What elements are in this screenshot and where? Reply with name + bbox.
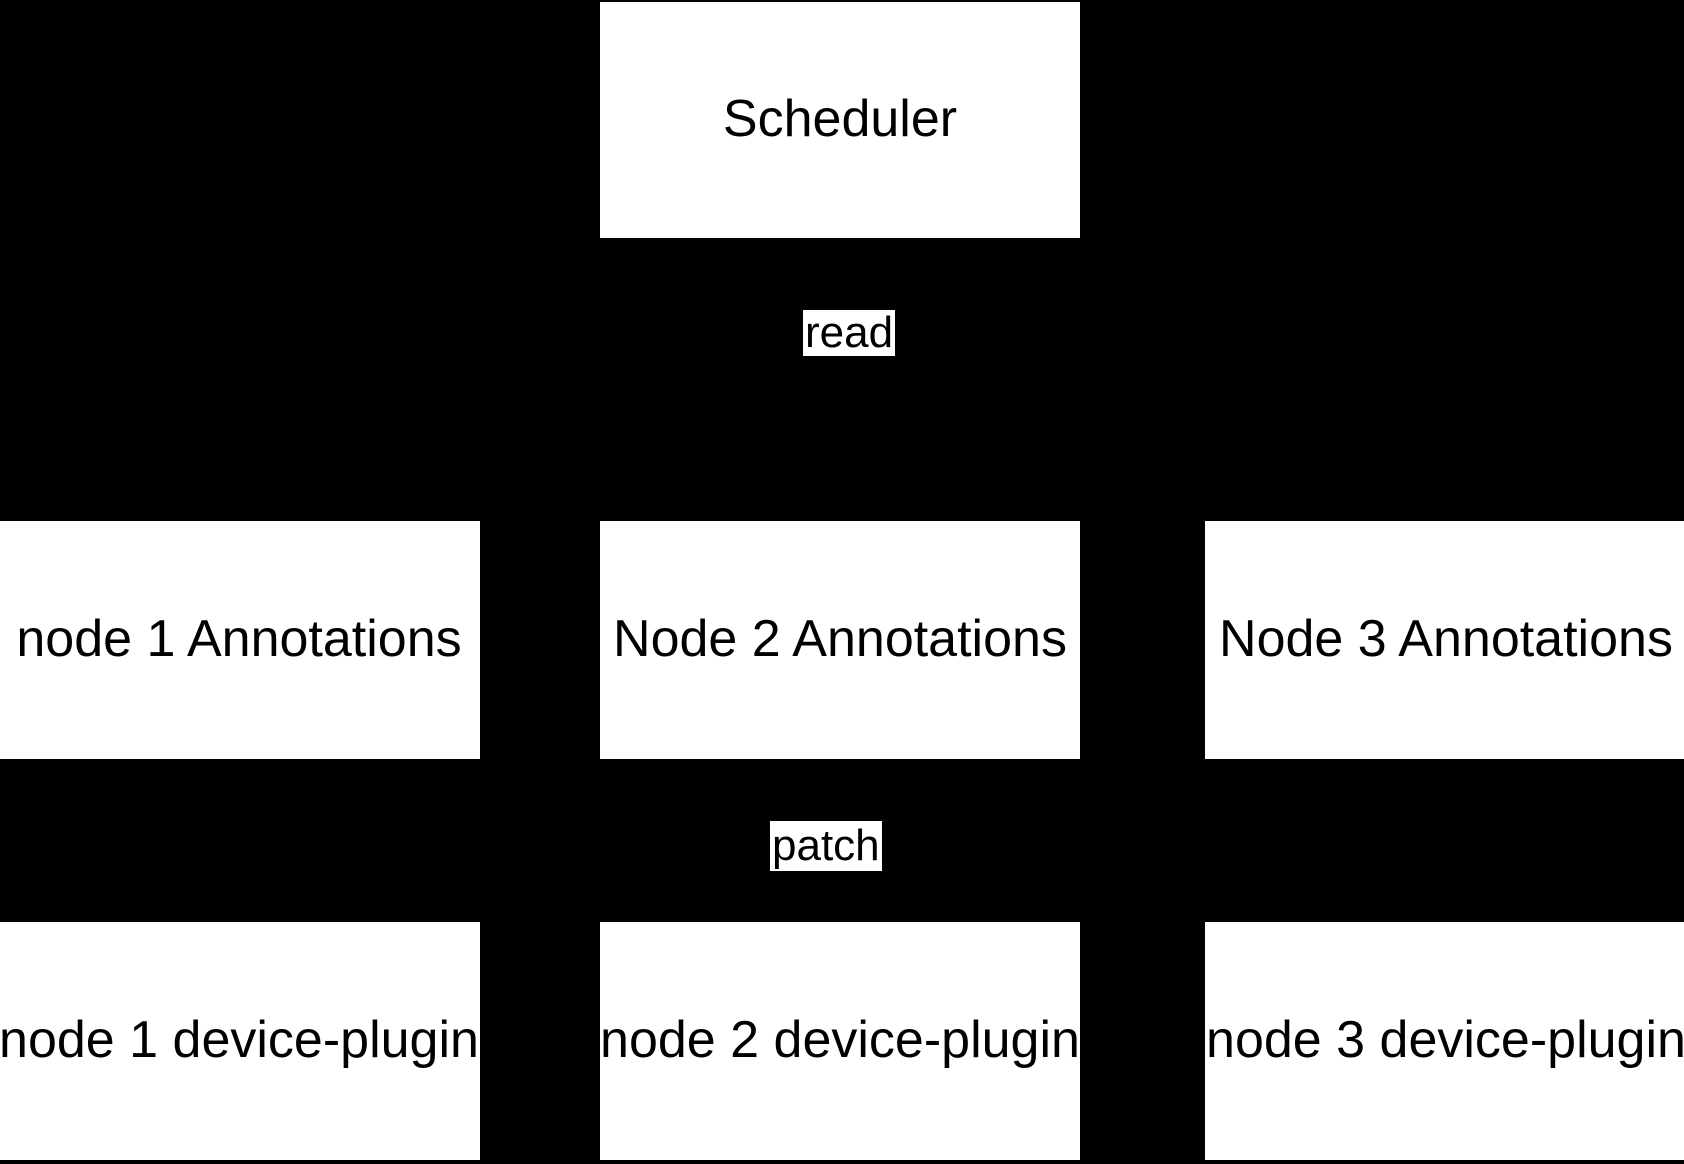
edge-label-read: read [803,308,896,357]
node-3-annotations-label: Node 3 Annotations [1219,610,1673,669]
node-2-device-plugin[interactable]: node 2 device-plugin [598,920,1082,1162]
node-2-annotations[interactable]: Node 2 Annotations [598,519,1082,761]
scheduler-node[interactable]: Scheduler [598,0,1082,240]
node-1-device-plugin[interactable]: node 1 device-plugin [0,920,482,1162]
node-3-annotations[interactable]: Node 3 Annotations [1203,519,1684,761]
node-1-annotations[interactable]: node 1 Annotations [0,519,482,761]
node-1-device-plugin-label: node 1 device-plugin [0,1011,479,1070]
scheduler-node-label: Scheduler [722,90,958,149]
edge-label-patch: patch [770,821,882,871]
node-2-annotations-label: Node 2 Annotations [613,610,1067,669]
node-1-annotations-label: node 1 Annotations [16,610,462,669]
node-2-device-plugin-label: node 2 device-plugin [600,1011,1080,1070]
node-3-device-plugin-label: node 3 device-plugin [1206,1011,1684,1070]
edge-label-read-text: read [805,308,894,357]
node-3-device-plugin[interactable]: node 3 device-plugin [1203,920,1684,1162]
edge-label-patch-text: patch [772,821,880,870]
